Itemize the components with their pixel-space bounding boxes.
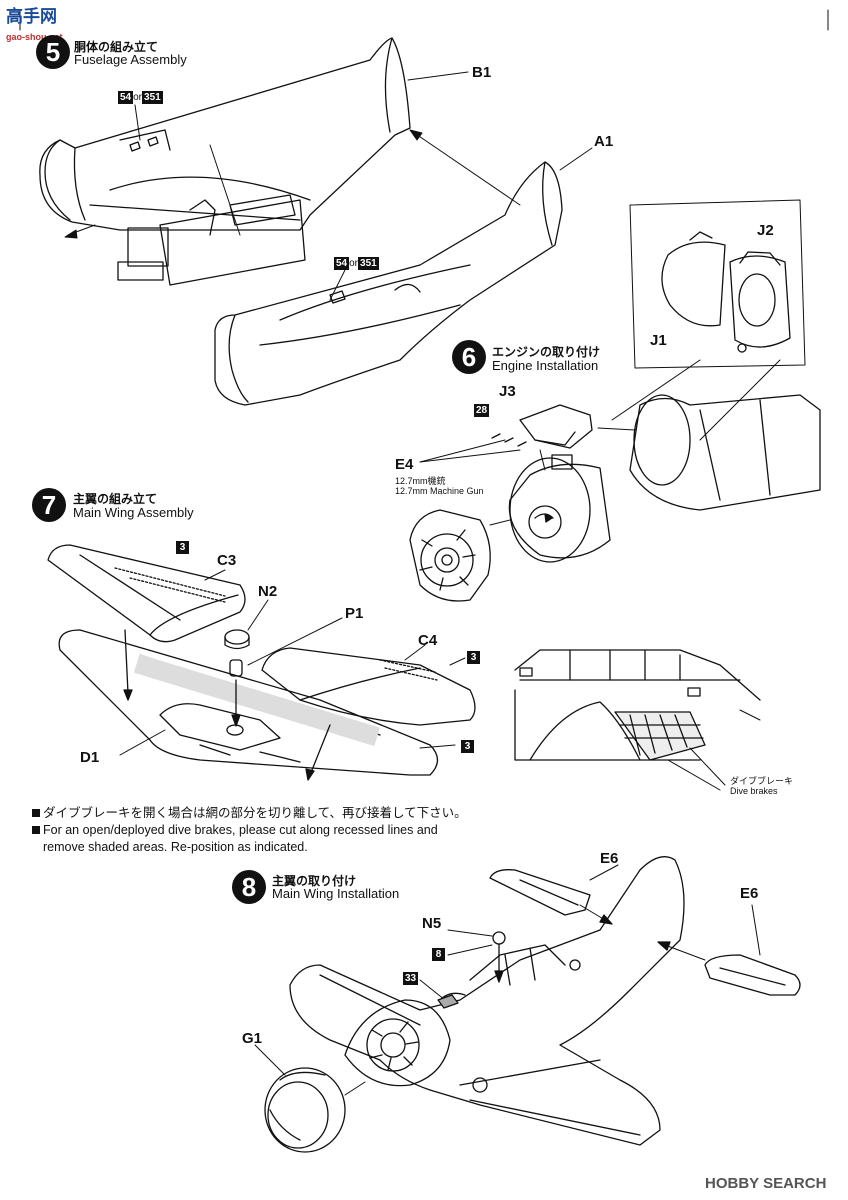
paint-box-3-c3: 3 <box>176 541 189 554</box>
dive-brake-note-jp: ダイブブレーキを開く場合は網の部分を切り離して、再び接着して下さい。 <box>32 805 467 822</box>
step-6-title-jp: エンジンの取り付け <box>492 345 601 359</box>
part-label-n5: N5 <box>422 915 442 932</box>
machine-gun-label-jp: 12.7mm機銃 <box>395 476 446 486</box>
step-7-title-jp: 主翼の組み立て <box>73 492 158 506</box>
complete-aircraft-drawing <box>290 857 684 1145</box>
part-label-c4: C4 <box>418 632 438 649</box>
step-6-number: 6 <box>452 340 486 374</box>
part-label-j2: J2 <box>757 222 774 239</box>
watermark-bottom-text: HOBBY SEARCH <box>705 1175 827 1192</box>
part-label-e6-right: E6 <box>740 885 759 902</box>
watermark-top-url: gao-shou.net <box>6 32 63 42</box>
dive-brake-note-jp-text: ダイブブレーキを開く場合は網の部分を切り離して、再び接着して下さい。 <box>43 806 467 820</box>
part-label-a1: A1 <box>594 133 614 150</box>
step-7-number: 7 <box>32 488 66 522</box>
part-label-e4: E4 <box>395 456 414 473</box>
part-label-j1: J1 <box>650 332 667 349</box>
step-5-title-en: Fuselage Assembly <box>74 52 187 67</box>
part-label-j3: J3 <box>499 383 516 400</box>
part-label-p1: P1 <box>345 605 364 622</box>
watermark-top-name: 高手网 <box>6 7 57 26</box>
paint-box-351: 351 <box>358 257 379 270</box>
part-label-e6-left: E6 <box>600 850 619 867</box>
paint-box-8: 8 <box>432 948 445 961</box>
paint-or-text: or <box>133 92 143 103</box>
part-label-c3: C3 <box>217 552 237 569</box>
cowling-g1-drawing <box>255 930 505 1152</box>
paint-or-text: or <box>349 258 359 269</box>
part-label-b1: B1 <box>472 64 492 81</box>
paint-box-54: 54 <box>118 91 134 104</box>
watermark-logo-top: 高手网 gao-shou.net <box>6 2 63 45</box>
wing-d1-drawing <box>59 630 437 775</box>
dive-brakes-label-jp: ダイブブレーキ <box>730 776 794 786</box>
paint-box-54: 54 <box>334 257 350 270</box>
step-8-title-jp: 主翼の取り付け <box>272 874 357 888</box>
step-8-number: 8 <box>232 870 266 904</box>
paint-box-28: 28 <box>474 404 490 417</box>
paint-box-351: 351 <box>142 91 163 104</box>
step-8-title-en: Main Wing Installation <box>272 886 400 901</box>
part-label-g1: G1 <box>242 1030 263 1047</box>
machine-gun-label-en: 12.7mm Machine Gun <box>395 486 484 496</box>
dive-brake-note-en: For an open/deployed dive brakes, please… <box>32 822 438 856</box>
step6-inset-box <box>612 200 805 440</box>
part-label-n2: N2 <box>258 583 278 600</box>
part-label-d1: D1 <box>80 749 100 766</box>
fuselage-half-a1-drawing <box>215 162 562 405</box>
engine-assembly-drawing <box>410 395 820 601</box>
parts-n2-p1-drawing <box>120 570 465 755</box>
step-5-title-jp: 胴体の組み立て <box>74 40 159 54</box>
step5-arrows <box>65 72 592 300</box>
registration-marks <box>20 10 828 30</box>
paint-box-3-c4: 3 <box>467 651 480 664</box>
paint-box-3-d1: 3 <box>461 740 474 753</box>
wing-c4-drawing <box>262 648 475 780</box>
step-5-number: 5 <box>36 35 70 69</box>
step-7-title-en: Main Wing Assembly <box>73 505 194 520</box>
dive-brakes-label-en: Dive brakes <box>730 786 778 796</box>
bullet-square-icon <box>32 809 40 817</box>
dive-brake-detail-drawing <box>515 650 760 790</box>
wing-c3-drawing <box>48 545 245 642</box>
dive-brake-note-en-line1: For an open/deployed dive brakes, please… <box>43 823 438 837</box>
fuselage-half-b1-drawing <box>40 38 410 285</box>
watermark-logo-bottom: HOBBY SEARCH <box>705 1175 826 1192</box>
dive-brake-note-en-line2: remove shaded areas. Re-position as indi… <box>43 840 308 854</box>
step-6-title-en: Engine Installation <box>492 358 599 373</box>
stabilizer-e6-drawing <box>490 865 800 995</box>
paint-box-33: 33 <box>403 972 419 985</box>
bullet-square-icon <box>32 826 40 834</box>
